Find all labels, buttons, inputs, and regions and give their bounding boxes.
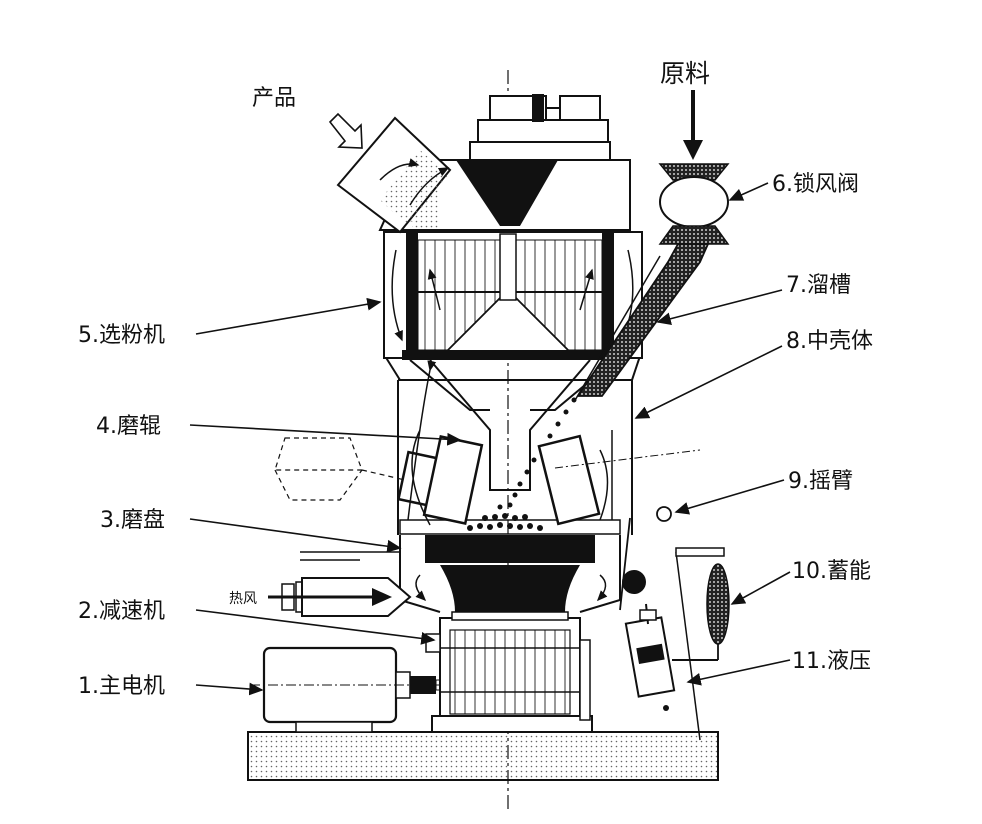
label-raw-material: 原料 [660, 59, 710, 88]
lower-housing [300, 535, 621, 613]
label-hydraulic: 11.液压 [792, 649, 871, 674]
material-bed [467, 397, 577, 531]
label-rocker-arm: 9.摇臂 [788, 469, 853, 494]
hot-air-inlet [268, 577, 412, 617]
raw-material-arrow [683, 90, 703, 160]
chute [573, 243, 710, 403]
left-roller [396, 429, 484, 526]
label-product: 产品 [252, 86, 296, 111]
central-cone [429, 359, 591, 491]
label-grinding-roller: 4.磨辊 [96, 414, 161, 439]
label-reducer: 2.减速机 [78, 599, 165, 624]
label-airlock-valve: 6.锁风阀 [772, 172, 859, 197]
rocker-ghost [274, 437, 406, 501]
classifier [383, 231, 643, 521]
label-middle-housing: 8.中壳体 [786, 329, 873, 354]
label-chute: 7.溜槽 [786, 273, 851, 298]
leader-lines [189, 182, 791, 696]
hydraulic-system [619, 506, 730, 741]
label-grinding-disc: 3.磨盘 [100, 508, 165, 533]
disc-pedestal [440, 565, 580, 612]
reducer [425, 617, 593, 733]
foundation [247, 731, 719, 781]
label-hot-air: 热风 [229, 591, 257, 607]
label-main-motor: 1.主电机 [78, 674, 165, 699]
grinding-disc [425, 535, 595, 563]
product-outlet [328, 112, 452, 234]
airlock-valve [658, 163, 730, 245]
label-separator: 5.选粉机 [78, 323, 165, 348]
label-accumulator: 10.蓄能 [792, 559, 871, 584]
right-roller [537, 434, 701, 526]
